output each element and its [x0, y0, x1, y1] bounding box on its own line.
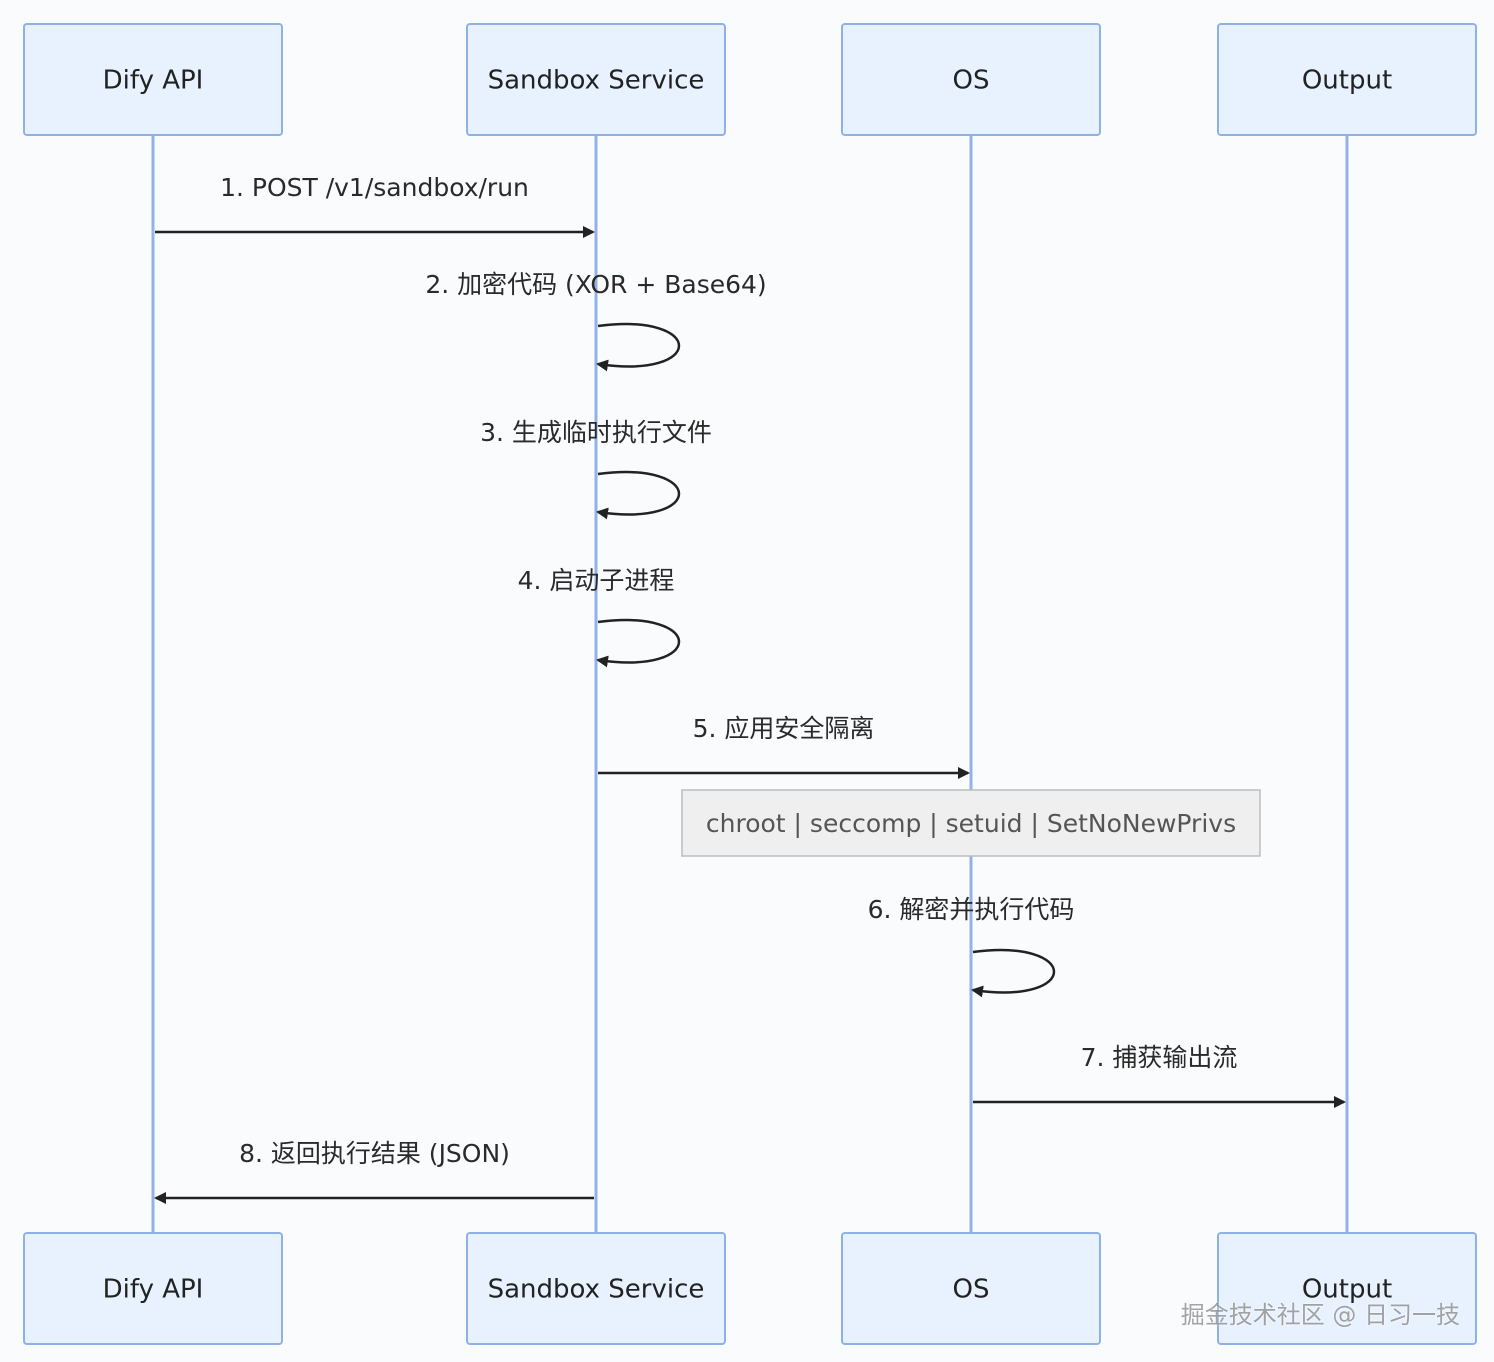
message-label: 4. 启动子进程 — [518, 566, 675, 595]
actor-label: OS — [953, 66, 990, 96]
message-label: 3. 生成临时执行文件 — [480, 418, 712, 447]
self-message-arrow — [971, 948, 1055, 998]
message-label: 2. 加密代码 (XOR + Base64) — [425, 270, 766, 299]
note-security: chroot | seccomp | setuid | SetNoNewPriv… — [681, 789, 1261, 857]
actor-output-top: Output — [1217, 23, 1477, 136]
message-8: 8. 返回执行结果 (JSON) — [154, 1139, 594, 1204]
message-label: 7. 捕获输出流 — [1081, 1043, 1238, 1072]
self-message-arrow — [596, 618, 680, 668]
actor-label: Output — [1302, 1275, 1392, 1305]
actor-api-top: Dify API — [23, 23, 283, 136]
self-message-arrow — [596, 322, 680, 372]
message-2: 2. 加密代码 (XOR + Base64) — [425, 270, 767, 372]
actor-box — [466, 23, 726, 136]
actor-box — [841, 1232, 1101, 1345]
actor-label: Sandbox Service — [488, 1275, 705, 1305]
message-1: 1. POST /v1/sandbox/run — [155, 173, 595, 238]
actor-sandbox-top: Sandbox Service — [466, 23, 726, 136]
message-7: 7. 捕获输出流 — [973, 1043, 1346, 1108]
message-label: 1. POST /v1/sandbox/run — [220, 173, 529, 202]
watermark: 掘金技术社区 @ 日习一技 — [1180, 1301, 1460, 1329]
actor-label: Output — [1302, 66, 1392, 96]
actor-box — [841, 23, 1101, 136]
actor-sandbox-bottom: Sandbox Service — [466, 1232, 726, 1345]
actor-label: Dify API — [103, 66, 204, 96]
actor-box — [1217, 23, 1477, 136]
actor-os-bottom: OS — [841, 1232, 1101, 1345]
message-label: 6. 解密并执行代码 — [868, 895, 1075, 924]
actor-label: Dify API — [103, 1275, 204, 1305]
message-6: 6. 解密并执行代码 — [868, 895, 1075, 998]
actor-box — [466, 1232, 726, 1345]
message-3: 3. 生成临时执行文件 — [480, 418, 712, 520]
message-label: 5. 应用安全隔离 — [693, 714, 875, 743]
actor-box — [23, 1232, 283, 1345]
actor-os-top: OS — [841, 23, 1101, 136]
actor-api-bottom: Dify API — [23, 1232, 283, 1345]
actor-box — [1217, 1232, 1477, 1345]
message-4: 4. 启动子进程 — [518, 566, 680, 668]
self-message-arrow — [596, 470, 680, 520]
note-box — [681, 789, 1261, 857]
actor-box — [23, 23, 283, 136]
actor-label: OS — [953, 1275, 990, 1305]
note-label: chroot | seccomp | setuid | SetNoNewPriv… — [706, 809, 1236, 838]
message-5: 5. 应用安全隔离 — [598, 714, 970, 779]
actor-label: Sandbox Service — [488, 66, 705, 96]
actor-output-bottom: Output — [1217, 1232, 1477, 1345]
message-label: 8. 返回执行结果 (JSON) — [239, 1139, 510, 1168]
